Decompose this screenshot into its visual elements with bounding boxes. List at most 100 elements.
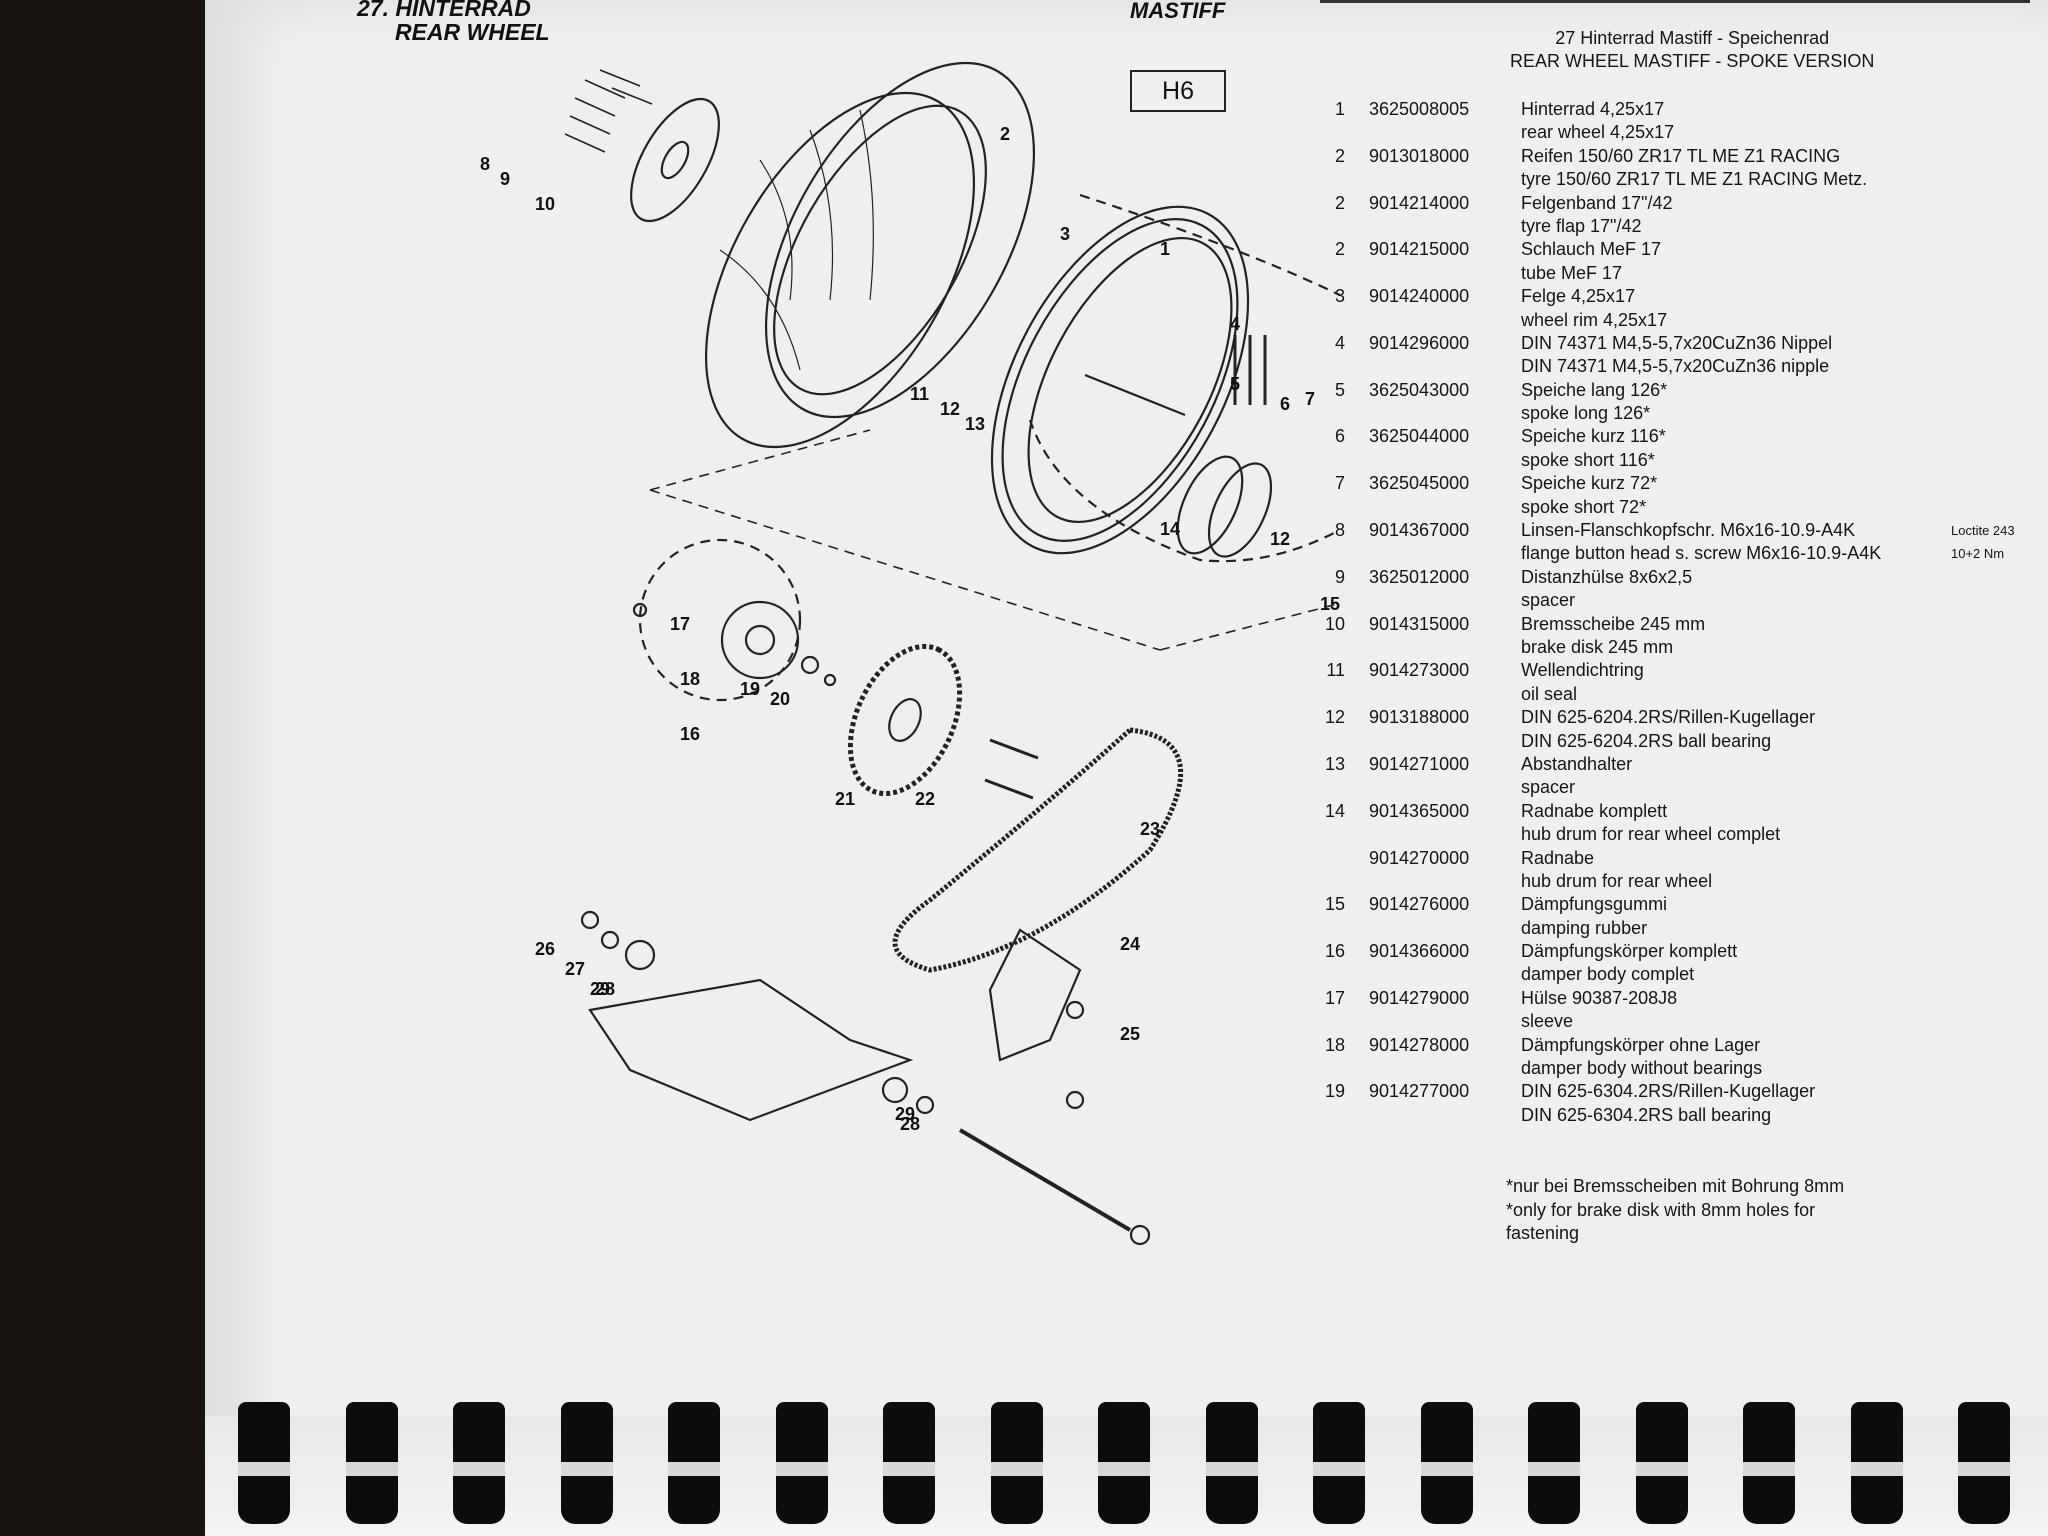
parts-row-note (1941, 987, 1951, 1010)
parts-row-note (1941, 238, 1951, 261)
parts-row-description: damper body complet (1521, 964, 1695, 985)
parts-row-note (1941, 753, 1951, 776)
binding-ring (345, 1402, 398, 1524)
parts-row-description: Speiche lang 126* (1521, 379, 1668, 400)
callout-label: 11 (910, 384, 929, 404)
parts-row-position (1315, 1010, 1345, 1033)
parts-row-description: Reifen 150/60 ZR17 TL ME Z1 RACING (1521, 145, 1841, 166)
parts-row: sleeve (1315, 1010, 2015, 1033)
parts-row-position: 8 (1334, 520, 1345, 541)
callout-label: 21 (835, 789, 855, 809)
sprocket-drawing (847, 643, 963, 797)
parts-row-description: tyre 150/60 ZR17 TL ME Z1 RACING Metz. (1521, 169, 1868, 190)
section-title: 27. HINTERRAD REAR WHEEL (357, 0, 550, 44)
parts-row-position: 2 (1334, 192, 1345, 213)
parts-row-description: Speiche kurz 116* (1521, 426, 1666, 447)
parts-list-title: 27 Hinterrad Mastiff - Speichenrad REAR … (1510, 27, 1874, 73)
parts-row-description: brake disk 245 mm (1521, 636, 1674, 657)
parts-row-position (1315, 730, 1345, 753)
binding-ring (775, 1402, 828, 1524)
parts-row-note (1941, 262, 1951, 285)
callout-label: 1 (1160, 239, 1170, 259)
parts-row-part-number: 9014366000 (1369, 941, 1470, 962)
parts-row-position (1315, 917, 1345, 940)
parts-row-note (1941, 917, 1951, 940)
callout-label: 28 (595, 979, 615, 999)
parts-row-part-number (1345, 776, 1499, 799)
parts-row-description: Abstandhalter (1521, 753, 1633, 774)
parts-row-position: 9 (1334, 566, 1345, 587)
binding-ring (1098, 1402, 1150, 1524)
parts-row-description: spacer (1521, 777, 1576, 798)
parts-row-part-number (1345, 1057, 1499, 1080)
parts-row: oil seal (1315, 683, 2015, 706)
footnote-de: *nur bei Bremsscheiben mit Bohrung 8mm (1506, 1176, 1845, 1196)
callout-label: 5 (1230, 374, 1240, 394)
callout-label: 29 (895, 1104, 915, 1124)
callout-label: 16 (680, 724, 700, 744)
parts-row-description: Dämpfungskörper komplett (1521, 941, 1738, 962)
callout-label: 13 (965, 414, 985, 434)
callout-label: 17 (670, 614, 690, 634)
parts-row-note (1941, 730, 1951, 753)
parts-row-part-number: 9014276000 (1369, 894, 1470, 915)
callout-label: 25 (1120, 1024, 1140, 1044)
parts-row: hub drum for rear wheel complet (1315, 823, 2015, 846)
parts-row-note: Loctite 243 (1951, 523, 2015, 539)
parts-row-note (1941, 566, 1951, 589)
parts-row-description: damping rubber (1521, 917, 1648, 938)
parts-row-description: sleeve (1521, 1011, 1574, 1032)
callout-label: 28 (900, 1114, 920, 1134)
parts-row-description: spoke long 126* (1521, 403, 1651, 424)
parts-row-note (1941, 613, 1951, 636)
parts-row-position (1315, 215, 1345, 238)
parts-row-note (1941, 98, 1951, 121)
parts-row-description: flange button head s. screw M6x16-10.9-A… (1521, 543, 1882, 564)
parts-row: DIN 625-6304.2RS ball bearing (1315, 1104, 2015, 1127)
parts-row-note (1941, 379, 1951, 402)
parts-row-part-number: 9014271000 (1369, 753, 1470, 774)
callout-label: 12 (1270, 529, 1290, 549)
parts-row-description: spacer (1521, 590, 1576, 611)
parts-row-note (1941, 449, 1951, 472)
rear-wheel-exploded-view: 1234567891011121213141516171819202122232… (480, 61, 1453, 1246)
binding-ring (1743, 1402, 1795, 1524)
top-rule (1320, 0, 2030, 3)
disc-bolts (564, 69, 653, 153)
rim-drawing (990, 205, 1250, 555)
parts-row-description: Linsen-Flanschkopfschr. M6x16-10.9-A4K (1521, 520, 1856, 541)
parts-row-position: 1 (1334, 99, 1345, 119)
binding-ring (1850, 1402, 1903, 1524)
parts-row-position: 17 (1324, 987, 1345, 1008)
parts-row-part-number (1345, 636, 1499, 659)
parts-row-part-number: 9014277000 (1369, 1081, 1470, 1102)
sprocket-bolts (984, 738, 1039, 800)
callout-label: 3 (1060, 224, 1070, 244)
parts-row-note (1941, 425, 1951, 448)
spiral-binding (0, 1398, 2048, 1536)
parts-row-part-number (1345, 917, 1499, 940)
parts-row: spoke long 126* (1315, 402, 2015, 425)
binding-ring (883, 1402, 935, 1524)
parts-row-description: hub drum for rear wheel (1521, 870, 1713, 891)
parts-row-note (1941, 1010, 1951, 1033)
parts-row: damping rubber (1315, 917, 2015, 940)
callout-label: 22 (915, 789, 935, 809)
footnotes: *nur bei Bremsscheiben mit Bohrung 8mm *… (1506, 1175, 1844, 1246)
brake-disc-drawing (630, 97, 720, 223)
parts-row-position (1315, 683, 1345, 706)
parts-row-note (1941, 472, 1951, 495)
tyre-drawing (704, 61, 1036, 449)
parts-row-note (1941, 355, 1951, 378)
parts-row-description: spoke short 72* (1521, 496, 1647, 517)
parts-row-note (1941, 1080, 1951, 1103)
parts-row-position: 14 (1324, 800, 1345, 821)
parts-row: spacer (1315, 589, 2015, 612)
